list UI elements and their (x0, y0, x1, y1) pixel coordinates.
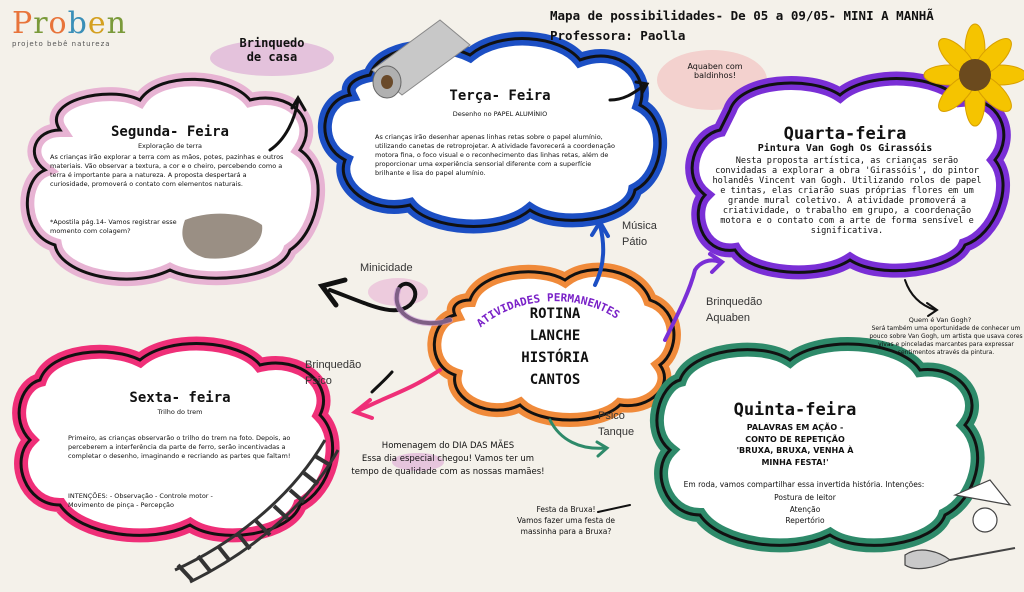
sunflower-image (923, 23, 1024, 127)
label-minicidade: Minicidade (360, 262, 413, 274)
permanente-item: ROTINA (529, 306, 581, 322)
sexta-cloud (12, 336, 340, 543)
label-psico-tanque: Psico Tanque (598, 410, 635, 438)
terca-title: Terça- Feira (449, 88, 551, 104)
aquaben-note: Aquaben com baldinhos! (687, 62, 743, 80)
quinta-intent: Atenção (789, 504, 821, 514)
quarta-title: Quarta-feira (783, 124, 907, 144)
quinta-intents: Postura de leitor Atenção Repertório (700, 492, 910, 527)
homenagem-text: Homenagem do DIA DAS MÃES Essa dia espec… (351, 441, 545, 477)
quinta-story: PALAVRAS EM AÇÃO - CONTO DE REPETIÇÃO 'B… (690, 422, 900, 468)
brinquedo-casa-highlight (210, 40, 334, 76)
permanente-item: LANCHE (529, 328, 581, 344)
quarta-subtitle: Pintura Van Gogh Os Girassóis (757, 143, 933, 154)
terca-subtitle: Desenho no PAPEL ALUMÍNIO (452, 110, 548, 118)
quarta-cloud (685, 71, 1011, 280)
sexta-body: Primeiro, as crianças observarão o trilh… (68, 434, 291, 460)
quarta-body: Nesta proposta artística, as crianças se… (712, 156, 982, 236)
permanentes-list: ROTINA LANCHE HISTÓRIA CANTOS (495, 303, 615, 391)
header-title: Mapa de possibilidades- De 05 a 09/05- M… (550, 8, 934, 23)
quinta-line2: CONTO DE REPETIÇÃO (745, 434, 845, 444)
sexta-intent: INTENÇÕES: - Observação - Controle motor… (68, 492, 213, 509)
label-brinquedao-aquaben: Brinquedão Aquaben (706, 296, 763, 324)
brinquedo-casa-label: Brinquedo de casa (239, 36, 305, 64)
permanente-item: HISTÓRIA (521, 350, 589, 366)
quinta-cloud (649, 337, 985, 553)
train-track-image (174, 439, 340, 584)
segunda-subtitle: Exploração de terra (137, 142, 203, 150)
quinta-intent: Postura de leitor (774, 493, 836, 502)
quinta-line3: 'BRUXA, BRUXA, VENHA À (736, 446, 854, 455)
segunda-cloud (20, 72, 326, 287)
witch-image (904, 479, 1016, 570)
foil-roll-image (371, 19, 471, 99)
connector-arrows (268, 80, 939, 513)
segunda-body: As crianças irão explorar a terra com as… (50, 153, 284, 188)
label-brinquedao-psico: Brinquedão Psico (305, 359, 362, 387)
logo-tagline: projeto bebê natureza (12, 40, 111, 48)
festa-bruxa-text: Festa da Bruxa! Vamos fazer uma festa de… (516, 505, 616, 536)
header-teacher: Professora: Paolla (550, 28, 686, 43)
proben-logo: Proben projeto bebê natureza (12, 6, 132, 49)
sexta-subtitle: Trilho do trem (157, 408, 203, 416)
terca-body: As crianças irão desenhar apenas linhas … (375, 133, 615, 177)
label-musica-patio: Música Pátio (622, 220, 657, 248)
especial-highlight (392, 453, 444, 471)
quinta-body: Em roda, vamos compartilhar essa inverti… (683, 480, 925, 489)
soil-photo (182, 213, 263, 259)
permanente-item: CANTOS (529, 372, 581, 388)
quinta-intent: Repertório (785, 516, 825, 525)
quarta-note-title: Quem é Van Gogh? (908, 316, 972, 324)
permanentes-cloud (427, 262, 681, 427)
sexta-title: Sexta- feira (129, 390, 231, 406)
logo-wordmark: Proben (12, 6, 127, 41)
quarta-note-body: Será também uma oportunidade de conhecer… (869, 325, 1023, 356)
quinta-line1: PALAVRAS EM AÇÃO - (746, 423, 844, 432)
quinta-line4: MINHA FESTA!' (761, 457, 829, 467)
segunda-note: *Apostila pág.14- Vamos registrar esse m… (50, 218, 177, 235)
segunda-title: Segunda- Feira (110, 124, 229, 140)
quinta-title: Quinta-feira (733, 400, 857, 420)
